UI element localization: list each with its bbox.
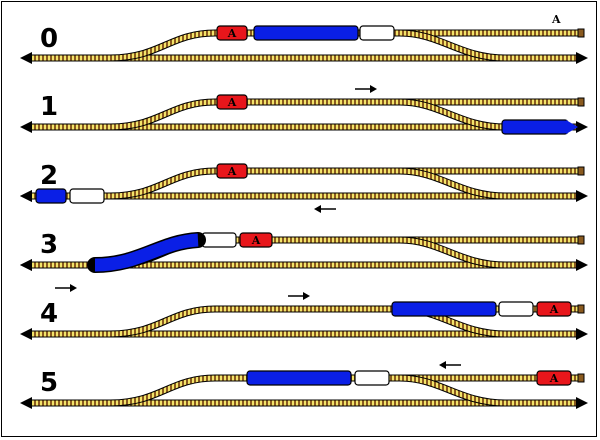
step-number: 0	[40, 24, 58, 54]
step-number: 1	[40, 92, 58, 122]
locomotive-label: A	[227, 96, 237, 109]
track-end-bumper	[577, 166, 585, 176]
main-left-arrowhead	[20, 121, 32, 133]
track-end-bumper	[577, 28, 585, 38]
main-left-arrowhead	[20, 397, 32, 409]
direction-arrow-head	[370, 85, 377, 93]
blue-car-nose	[566, 120, 578, 134]
locomotive-label: A	[251, 234, 261, 247]
white-car	[69, 188, 105, 204]
track-end-bumper	[577, 97, 585, 107]
crossover-track	[399, 375, 506, 406]
blue-car-curve	[94, 233, 199, 272]
blue-car	[246, 370, 352, 386]
locomotive-label: A	[227, 165, 237, 178]
direction-arrow-head	[439, 361, 446, 369]
locomotive-label: A	[227, 27, 237, 40]
locomotive	[536, 370, 572, 386]
blue-car	[391, 301, 497, 317]
siding-track	[109, 168, 578, 199]
step-number: 5	[40, 368, 58, 398]
locomotive-label: A	[549, 372, 559, 385]
white-car	[354, 370, 390, 386]
blue-car	[501, 119, 569, 135]
white-car	[359, 25, 395, 41]
siding-track	[109, 99, 578, 130]
step-number: 4	[40, 299, 58, 329]
main-right-arrowhead	[576, 328, 588, 340]
locomotive	[239, 232, 273, 248]
main-left-arrowhead	[20, 328, 32, 340]
main-right-arrowhead	[576, 121, 588, 133]
direction-arrow-head	[314, 205, 321, 213]
siding-track	[109, 375, 578, 406]
white-car	[201, 232, 237, 248]
siding-arrowhead	[20, 190, 32, 202]
corner-label: A	[551, 13, 561, 26]
crossover-track	[399, 168, 506, 199]
white-car	[498, 301, 534, 317]
blue-car	[253, 25, 359, 41]
track-end-bumper	[577, 373, 585, 383]
crossover-track	[399, 237, 506, 268]
main-right-arrowhead	[576, 397, 588, 409]
track-end-bumper	[577, 304, 585, 314]
locomotive-label: A	[549, 303, 559, 316]
siding-arrowhead	[20, 259, 32, 271]
blue-car	[35, 188, 67, 204]
step-number: 2	[40, 161, 58, 191]
direction-arrow-head	[70, 284, 77, 292]
locomotive	[216, 94, 248, 110]
locomotive	[216, 163, 248, 179]
locomotive	[216, 25, 248, 41]
crossover-track	[399, 99, 506, 130]
main-right-arrowhead	[576, 52, 588, 64]
crossover-track	[399, 30, 506, 61]
main-right-arrowhead	[576, 190, 588, 202]
track-end-bumper	[577, 235, 585, 245]
main-left-arrowhead	[20, 52, 32, 64]
siding-track	[109, 30, 578, 61]
locomotive	[536, 301, 572, 317]
step-number: 3	[40, 230, 58, 260]
siding-track	[109, 306, 578, 337]
main-right-arrowhead	[576, 259, 588, 271]
direction-arrow-head	[303, 292, 310, 300]
